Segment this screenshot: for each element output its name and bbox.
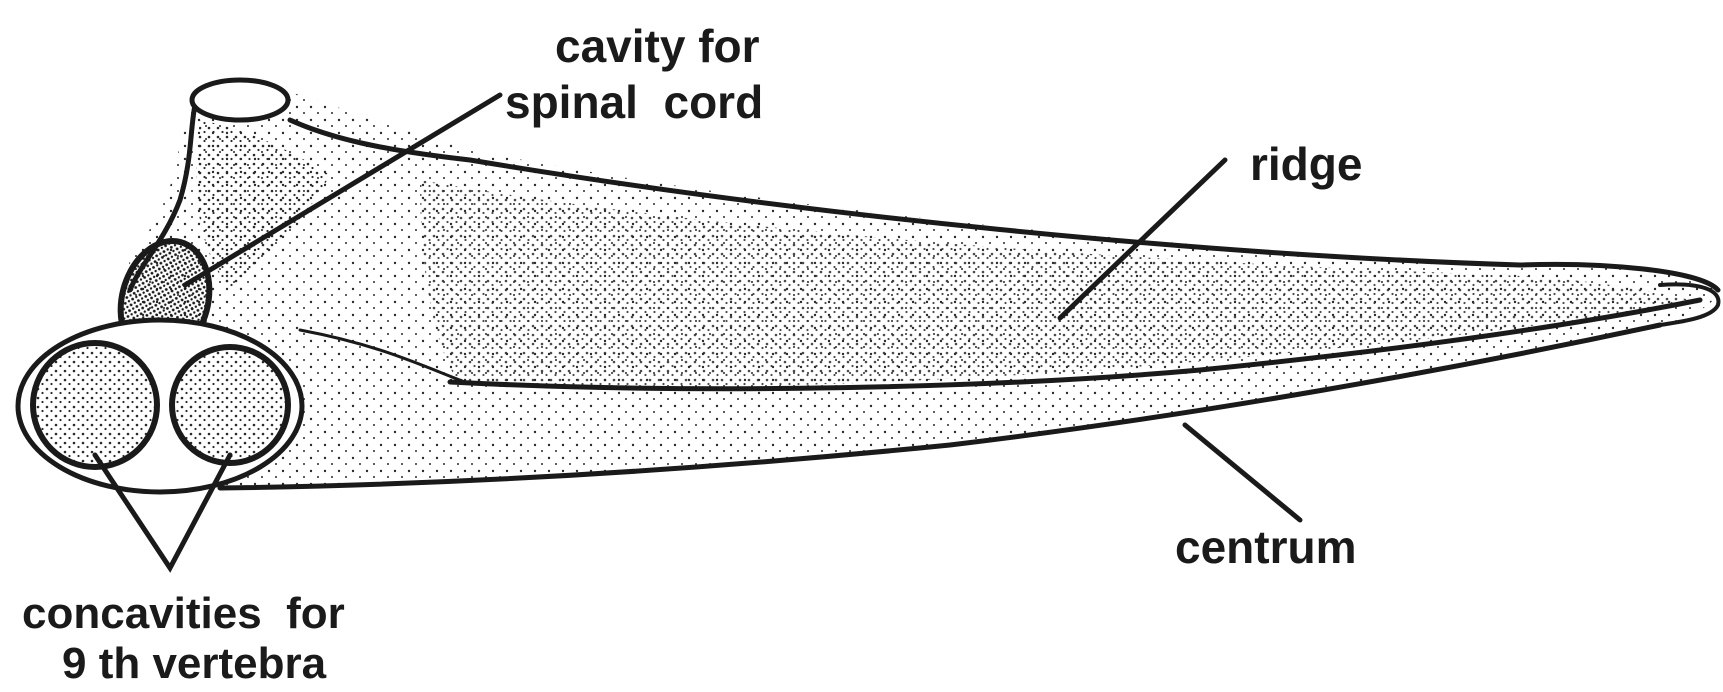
label-centrum: centrum: [1175, 521, 1356, 573]
label-ridge: ridge: [1250, 138, 1362, 190]
urostyle-body: [128, 80, 1718, 488]
label-concavities-line2: 9 th vertebra: [62, 639, 327, 688]
label-cavity-line1: cavity for: [555, 20, 760, 72]
centrum-leader-line: [1185, 425, 1300, 520]
label-concavities-line1: concavities for: [22, 589, 345, 638]
left-concavity: [33, 343, 157, 467]
label-cavity-line2: spinal cord: [505, 76, 763, 128]
neural-crest-knob: [192, 80, 288, 120]
concavities-group: [18, 320, 302, 492]
right-concavity: [172, 347, 288, 463]
